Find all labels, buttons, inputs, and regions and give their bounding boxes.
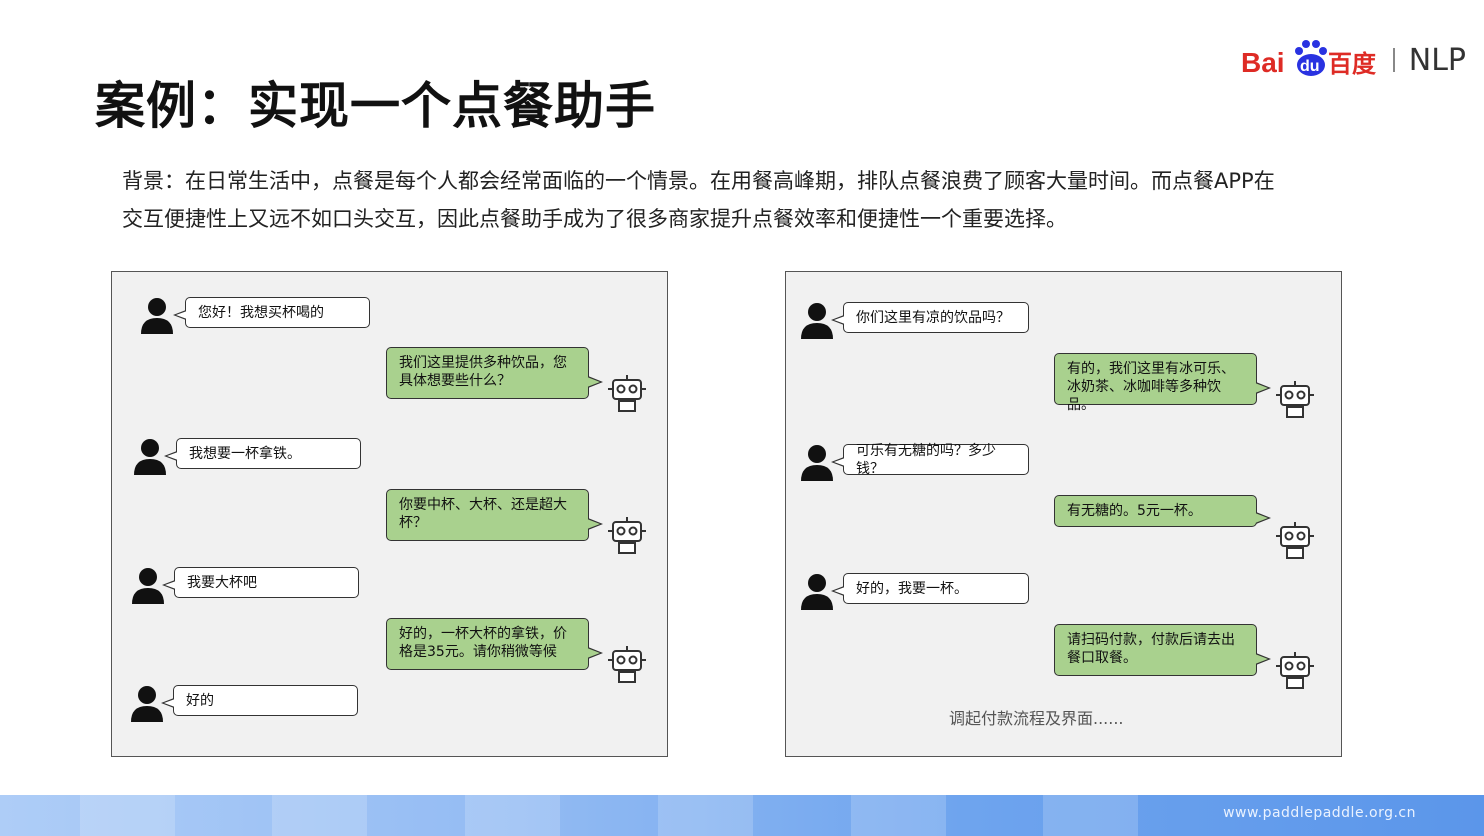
- bot-bubble: 有的，我们这里有冰可乐、冰奶茶、冰咖啡等多种饮品。: [1054, 353, 1271, 413]
- payment-flow-note: 调起付款流程及界面......: [949, 709, 1124, 728]
- footer-band: www.paddlepaddle.org.cn: [0, 795, 1484, 836]
- user-bubble: 好的: [161, 685, 358, 716]
- user-bubble: 您好！我想买杯喝的: [173, 297, 370, 328]
- background-line-1: 背景：在日常生活中，点餐是每个人都会经常面临的一个情景。在用餐高峰期，排队点餐浪…: [122, 169, 1275, 193]
- bot-bubble: 请扫码付款，付款后请去出餐口取餐。: [1054, 624, 1271, 676]
- bot-bubble: 我们这里提供多种饮品，您具体想要些什么？: [386, 347, 603, 399]
- robot-icon: [1276, 652, 1314, 689]
- logo-divider: [1392, 48, 1395, 72]
- user-bubble: 我想要一杯拿铁。: [164, 438, 361, 469]
- user-avatar-icon: [134, 439, 166, 475]
- bot-bubble: 好的，一杯大杯的拿铁，价格是35元。请你稍微等候: [386, 618, 603, 670]
- user-avatar-icon: [132, 568, 164, 604]
- footer-decor-block: [272, 795, 367, 836]
- footer-url: www.paddlepaddle.org.cn: [1223, 805, 1416, 821]
- robot-icon: [608, 646, 646, 683]
- robot-icon: [1276, 522, 1314, 559]
- dialog-panel-right: 你们这里有凉的饮品吗？ 有的，我们这里有冰可乐、冰奶茶、冰咖啡等多种饮品。 可乐…: [785, 271, 1342, 757]
- user-bubble: 你们这里有凉的饮品吗？: [831, 302, 1029, 333]
- svg-text:百度: 百度: [1328, 50, 1377, 78]
- page-title: 案例：实现一个点餐助手: [95, 77, 656, 135]
- footer-decor-block: [1043, 795, 1138, 836]
- dialog-panel-left: 您好！我想买杯喝的 我们这里提供多种饮品，您具体想要些什么？ 我想要一杯拿铁。 …: [111, 271, 668, 757]
- footer-decor-block: [465, 795, 560, 836]
- baidu-nlp-logo: Bai du 百度 NLP: [1241, 32, 1466, 82]
- user-avatar-icon: [801, 445, 833, 481]
- user-avatar-icon: [131, 686, 163, 722]
- robot-icon: [1276, 381, 1314, 418]
- baidu-logo-icon: Bai du 百度: [1241, 40, 1377, 78]
- user-avatar-icon: [801, 574, 833, 610]
- svg-text:Bai: Bai: [1241, 47, 1285, 78]
- background-paragraph: 背景：在日常生活中，点餐是每个人都会经常面临的一个情景。在用餐高峰期，排队点餐浪…: [122, 162, 1342, 238]
- user-avatar-icon: [801, 303, 833, 339]
- nlp-label: NLP: [1408, 42, 1466, 78]
- footer-decor-block: [658, 795, 753, 836]
- user-bubble: 可乐有无糖的吗？多少钱？: [831, 443, 1029, 477]
- user-bubble: 我要大杯吧: [162, 567, 359, 598]
- svg-text:du: du: [1300, 58, 1320, 75]
- user-bubble: 好的，我要一杯。: [831, 573, 1029, 604]
- background-line-2: 交互便捷性上又远不如口头交互，因此点餐助手成为了很多商家提升点餐效率和便捷性一个…: [122, 207, 1067, 231]
- robot-icon: [608, 375, 646, 412]
- bot-bubble: 有无糖的。5元一杯。: [1054, 495, 1271, 527]
- bot-bubble: 你要中杯、大杯、还是超大杯？: [386, 489, 603, 541]
- footer-decor-block: [80, 795, 175, 836]
- footer-decor-block: [851, 795, 946, 836]
- user-avatar-icon: [141, 298, 173, 334]
- robot-icon: [608, 517, 646, 554]
